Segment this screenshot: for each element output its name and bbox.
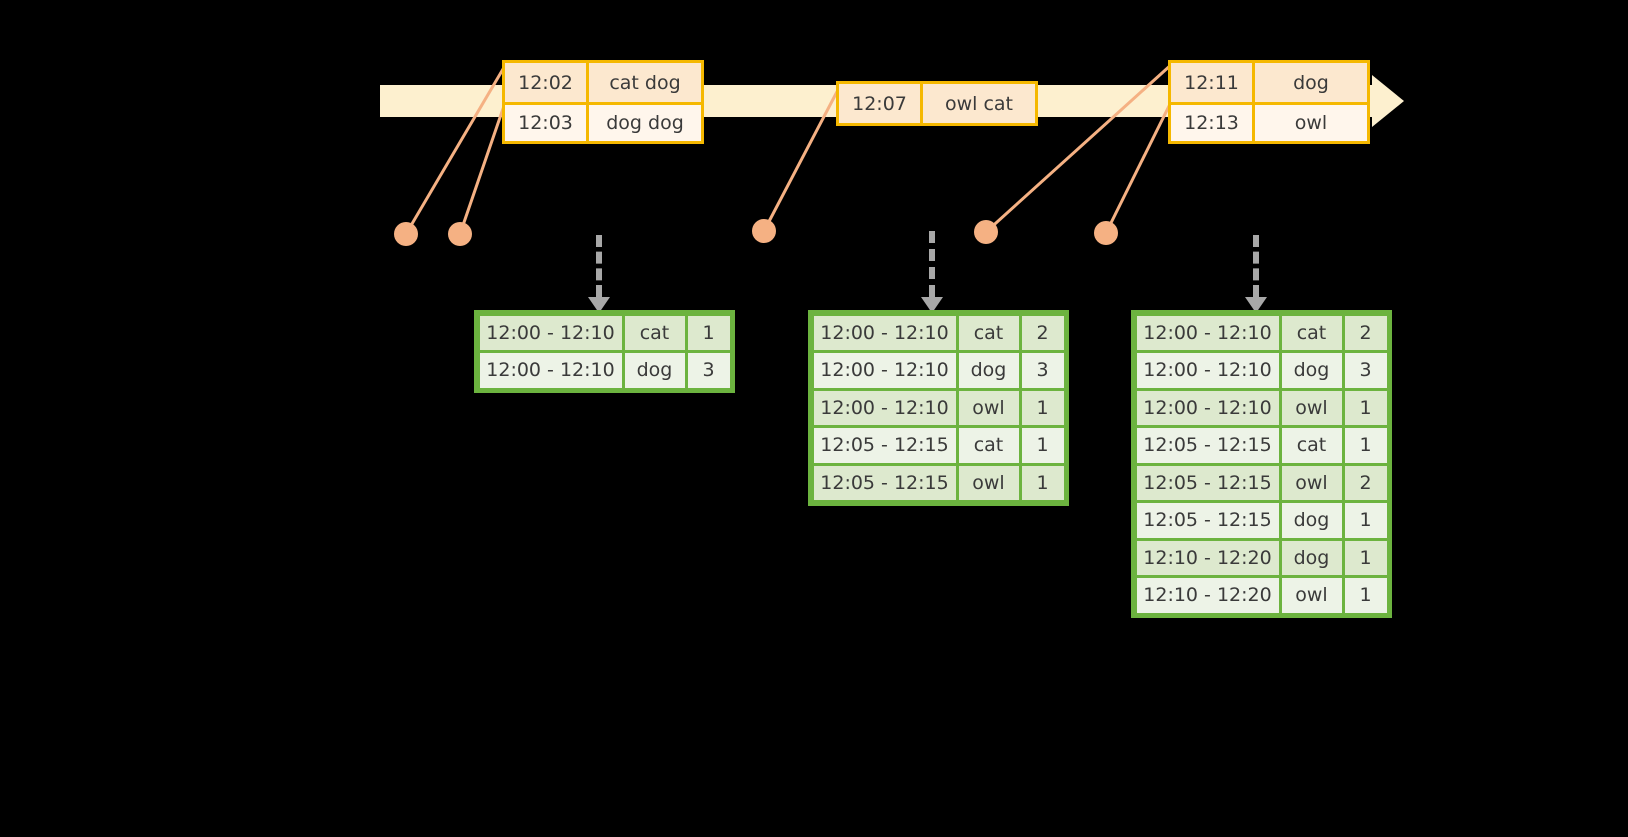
window-cell: 12:05 - 12:15: [813, 465, 956, 500]
count-cell: 2: [1344, 315, 1387, 350]
event-time: 12:02: [505, 63, 589, 102]
window-cell: 12:10 - 12:20: [1136, 578, 1279, 613]
window-cell: 12:00 - 12:10: [813, 390, 956, 425]
window-cell: 12:00 - 12:10: [813, 353, 956, 388]
window-cell: 12:00 - 12:10: [813, 315, 956, 350]
word-cell: owl: [1281, 578, 1342, 613]
event-words: owl cat: [923, 84, 1035, 123]
window-cell: 12:05 - 12:15: [1136, 465, 1279, 500]
count-cell: 3: [687, 353, 730, 388]
event-box-1: 12:02 cat dog 12:03 dog dog: [502, 60, 704, 144]
window-cell: 12:05 - 12:15: [1136, 503, 1279, 538]
event-box-2: 12:07 owl cat: [836, 81, 1038, 126]
window-cell: 12:00 - 12:10: [479, 315, 622, 350]
count-cell: 2: [1021, 315, 1064, 350]
event-words: cat dog: [589, 63, 701, 102]
count-cell: 1: [1021, 390, 1064, 425]
down-arrow-1: [588, 235, 610, 313]
event-words: owl: [1255, 105, 1367, 141]
event-time: 12:11: [1171, 63, 1255, 102]
event-row: 12:03 dog dog: [505, 102, 701, 141]
connector-line-2: [458, 99, 508, 235]
event-box-3: 12:11 dog 12:13 owl: [1168, 60, 1370, 144]
count-cell: 1: [1021, 428, 1064, 463]
event-row: 12:11 dog: [1171, 63, 1367, 102]
event-time: 12:07: [839, 84, 923, 123]
window-cell: 12:00 - 12:10: [479, 353, 622, 388]
window-cell: 12:05 - 12:15: [813, 428, 956, 463]
word-cell: owl: [1281, 390, 1342, 425]
count-cell: 1: [1344, 390, 1387, 425]
event-dot-3: [752, 219, 776, 243]
word-cell: cat: [624, 315, 685, 350]
event-dot-1: [394, 222, 418, 246]
event-words: dog dog: [589, 105, 701, 141]
count-cell: 3: [1021, 353, 1064, 388]
event-dot-4: [974, 220, 998, 244]
count-cell: 1: [1344, 503, 1387, 538]
count-cell: 1: [1344, 428, 1387, 463]
count-cell: 1: [687, 315, 730, 350]
word-cell: cat: [958, 428, 1019, 463]
event-row: 12:07 owl cat: [839, 84, 1035, 123]
word-cell: owl: [958, 390, 1019, 425]
window-cell: 12:10 - 12:20: [1136, 540, 1279, 575]
word-cell: owl: [958, 465, 1019, 500]
event-words: dog: [1255, 63, 1367, 102]
word-cell: dog: [1281, 353, 1342, 388]
down-arrow-3: [1245, 235, 1267, 313]
connector-line-5: [1104, 99, 1174, 234]
count-cell: 1: [1344, 578, 1387, 613]
down-arrow-2: [921, 231, 943, 313]
event-dot-2: [448, 222, 472, 246]
window-cell: 12:00 - 12:10: [1136, 353, 1279, 388]
event-row: 12:02 cat dog: [505, 63, 701, 102]
event-row: 12:13 owl: [1171, 102, 1367, 141]
count-cell: 1: [1021, 465, 1064, 500]
event-time: 12:03: [505, 105, 589, 141]
word-cell: cat: [1281, 315, 1342, 350]
count-cell: 3: [1344, 353, 1387, 388]
event-time: 12:13: [1171, 105, 1255, 141]
window-cell: 12:00 - 12:10: [1136, 315, 1279, 350]
count-cell: 2: [1344, 465, 1387, 500]
window-cell: 12:00 - 12:10: [1136, 390, 1279, 425]
word-cell: dog: [958, 353, 1019, 388]
window-cell: 12:05 - 12:15: [1136, 428, 1279, 463]
word-cell: cat: [1281, 428, 1342, 463]
event-dot-5: [1094, 221, 1118, 245]
count-cell: 1: [1344, 540, 1387, 575]
word-cell: cat: [958, 315, 1019, 350]
word-cell: owl: [1281, 465, 1342, 500]
timeline-arrowhead-icon: [1372, 75, 1404, 127]
word-cell: dog: [1281, 540, 1342, 575]
word-cell: dog: [1281, 503, 1342, 538]
word-cell: dog: [624, 353, 685, 388]
